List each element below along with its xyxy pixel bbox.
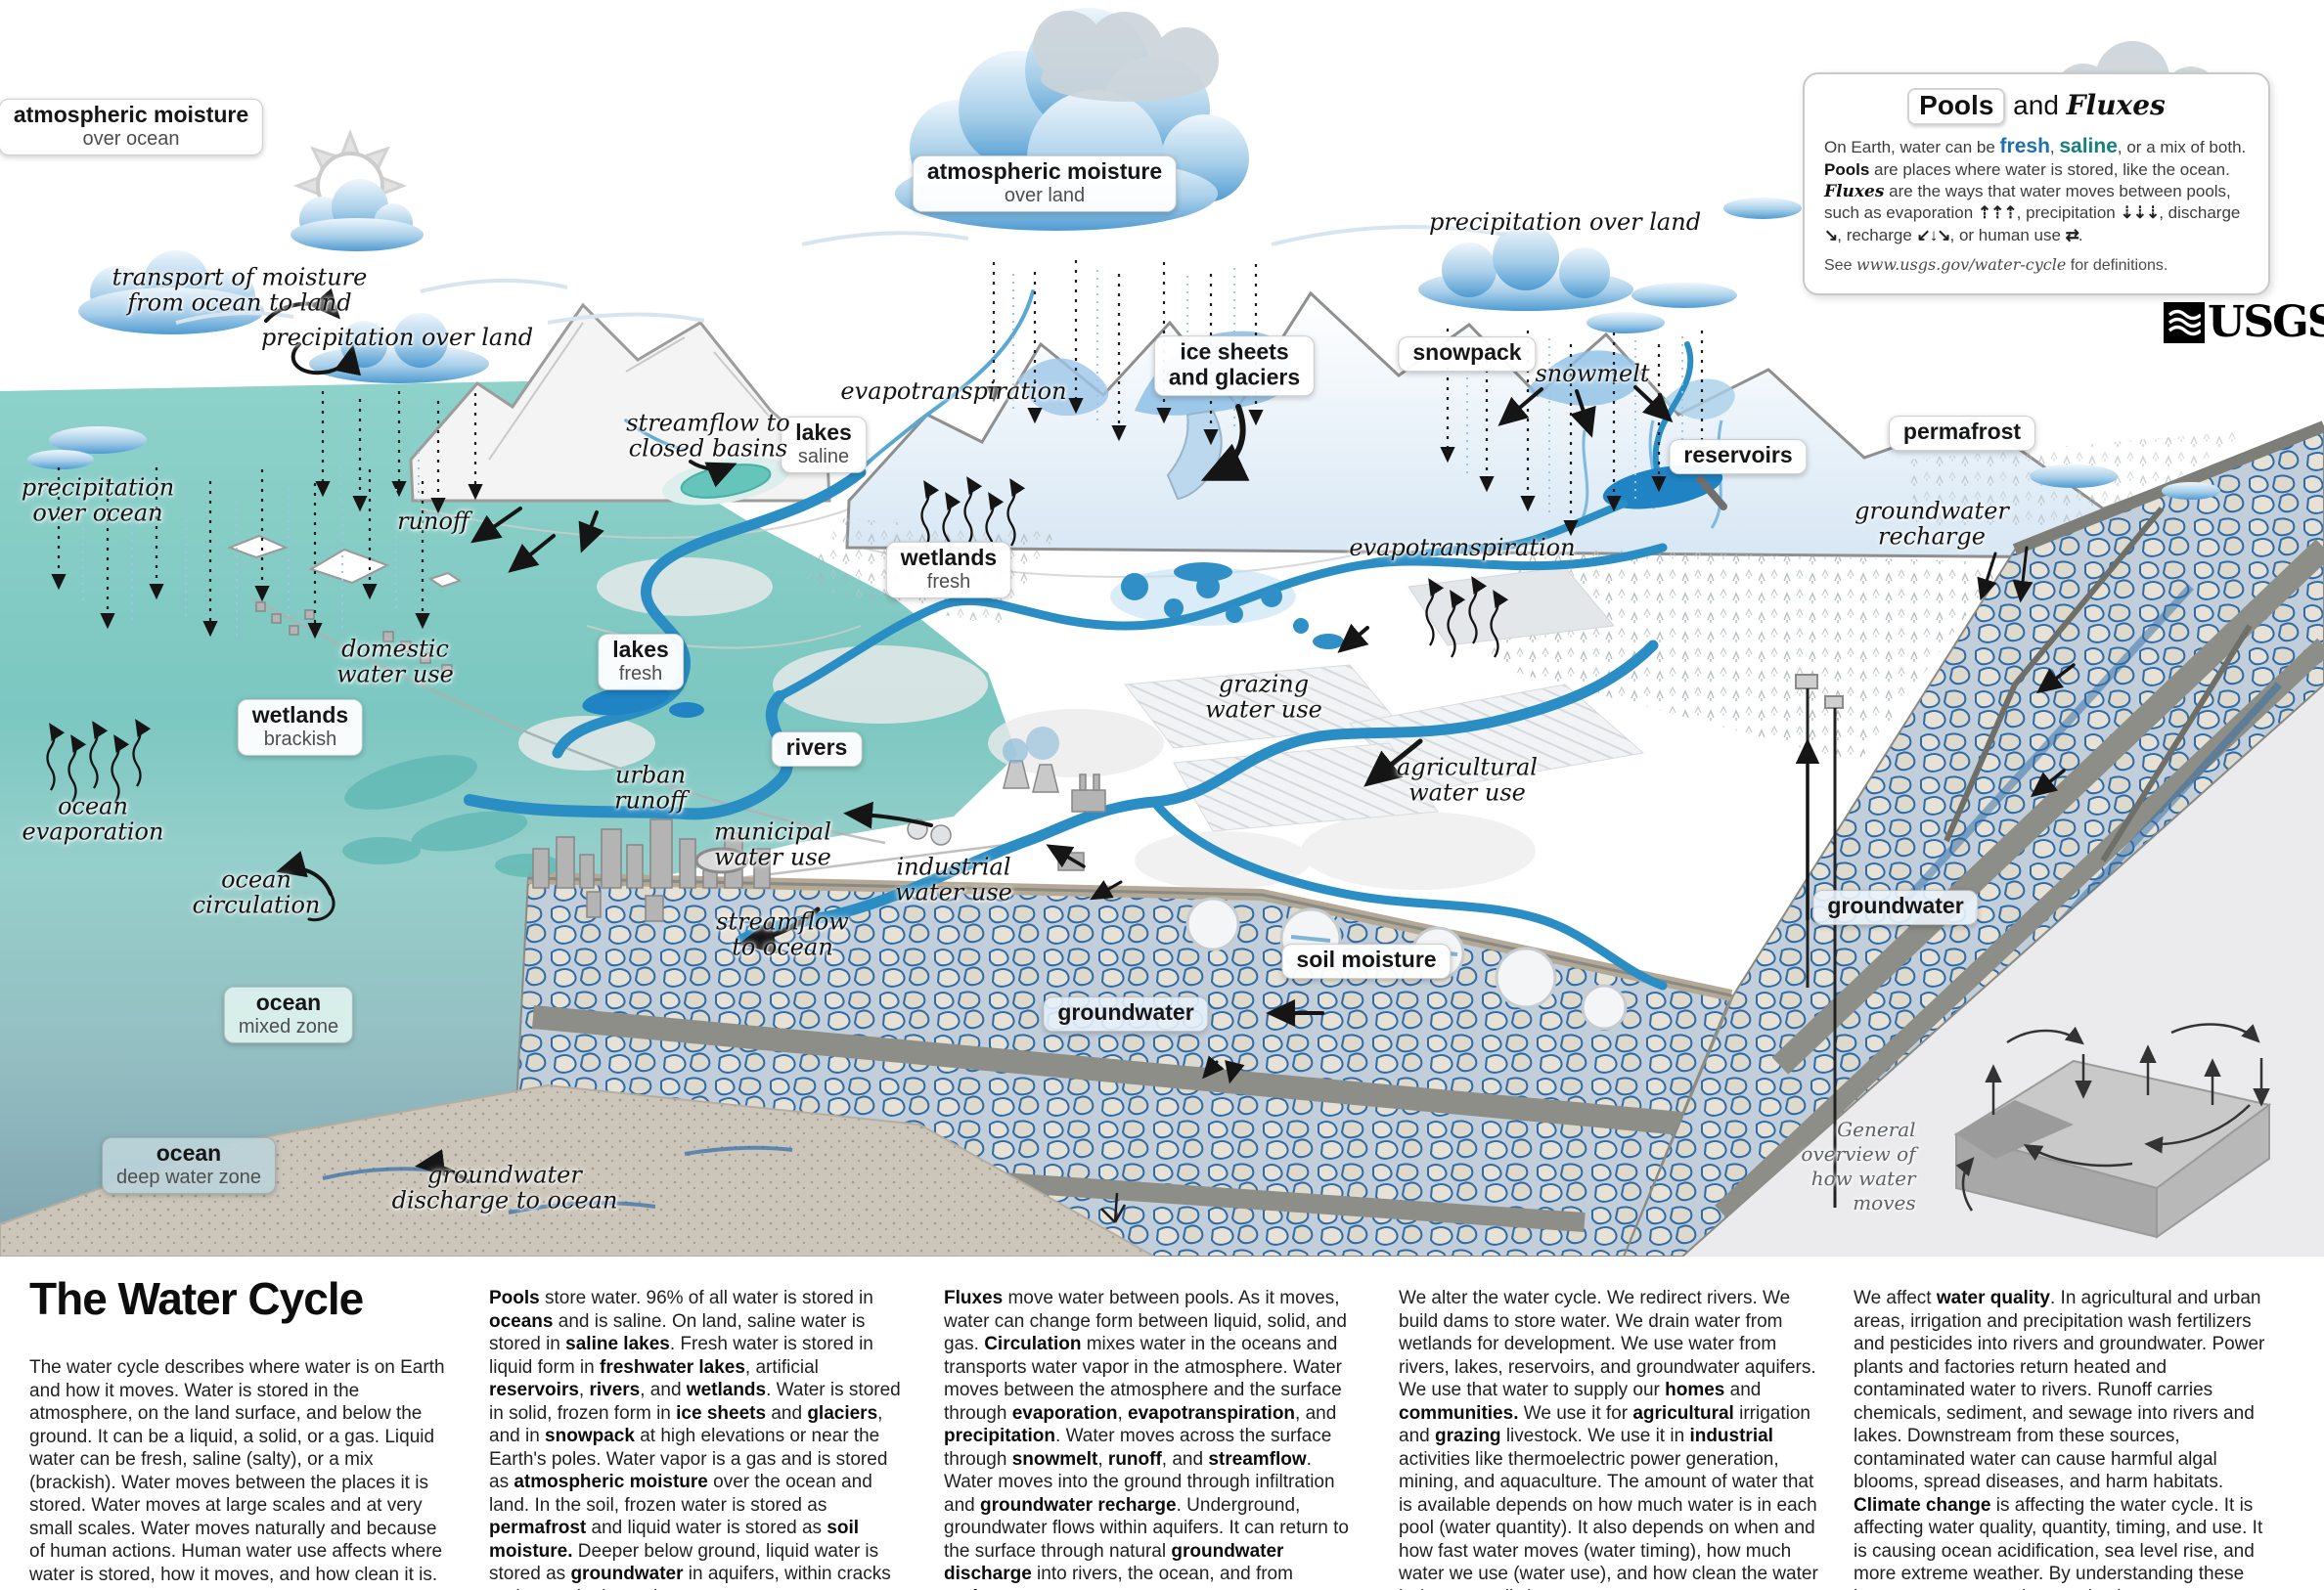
coastal-mountains xyxy=(409,302,831,503)
text-column-3: Fluxes move water between pools. As it m… xyxy=(944,1288,1349,1590)
pools-and-fluxes-panel: Pools and Fluxes On Earth, water can be … xyxy=(1803,72,2270,295)
usgs-url: www.usgs.gov/water-cycle xyxy=(1855,254,2067,274)
text-column-5: We affect water quality. In agricultural… xyxy=(1854,1288,2265,1590)
text-column-4: We alter the water cycle. We redirect ri… xyxy=(1399,1288,1818,1590)
label-precipitation-over-land-west: precipitation over land xyxy=(260,323,534,351)
water-cycle-diagram xyxy=(0,8,2324,1257)
label-snowpack: snowpack xyxy=(1398,336,1537,372)
label-soil-moisture: soil moisture xyxy=(1281,944,1452,979)
definitions-note: See www.usgs.gov/water-cycle for definit… xyxy=(1824,254,2168,274)
usgs-wave-icon xyxy=(2164,302,2205,343)
label-snowmelt: snowmelt xyxy=(1535,359,1650,387)
label-evapotranspiration-west: evapotranspiration xyxy=(840,376,1067,405)
usgs-logo: USGS xyxy=(2164,301,2324,344)
flux-arrows xyxy=(264,287,2076,1183)
label-permafrost: permafrost xyxy=(1888,416,2036,451)
overview-inset xyxy=(1953,1023,2272,1239)
label-precipitation-over-land-east: precipitation over land xyxy=(1428,207,1702,236)
city xyxy=(255,601,1106,922)
intro-paragraph: The water cycle describes where water is… xyxy=(29,1357,445,1585)
footer-text-panel: The Water Cycle The water cycle describe… xyxy=(0,1257,2324,1590)
label-runoff: runoff xyxy=(397,507,469,535)
evaporation-squiggles xyxy=(46,476,1509,803)
pools-chip: Pools xyxy=(1907,88,2006,125)
text-columns: Pools store water. 96% of all water is s… xyxy=(489,1287,2274,1590)
label-reservoirs: reservoirs xyxy=(1669,439,1808,474)
agricultural-fields xyxy=(1124,566,1645,1031)
text-column-2: Pools store water. 96% of all water is s… xyxy=(489,1288,901,1590)
label-evapotranspiration-east: evapotranspiration xyxy=(1349,533,1576,561)
page-title: The Water Cycle xyxy=(29,1273,364,1324)
village xyxy=(255,601,453,676)
label-rivers: rivers xyxy=(771,731,863,767)
pools-and-fluxes-text: On Earth, water can be fresh, saline, or… xyxy=(1824,135,2247,244)
label-groundwater-center: groundwater xyxy=(1043,996,1209,1032)
pools-and-fluxes-title: Pools and Fluxes xyxy=(1824,88,2249,125)
usgs-wordmark: USGS xyxy=(2208,297,2324,347)
label-groundwater-right: groundwater xyxy=(1812,890,1979,925)
